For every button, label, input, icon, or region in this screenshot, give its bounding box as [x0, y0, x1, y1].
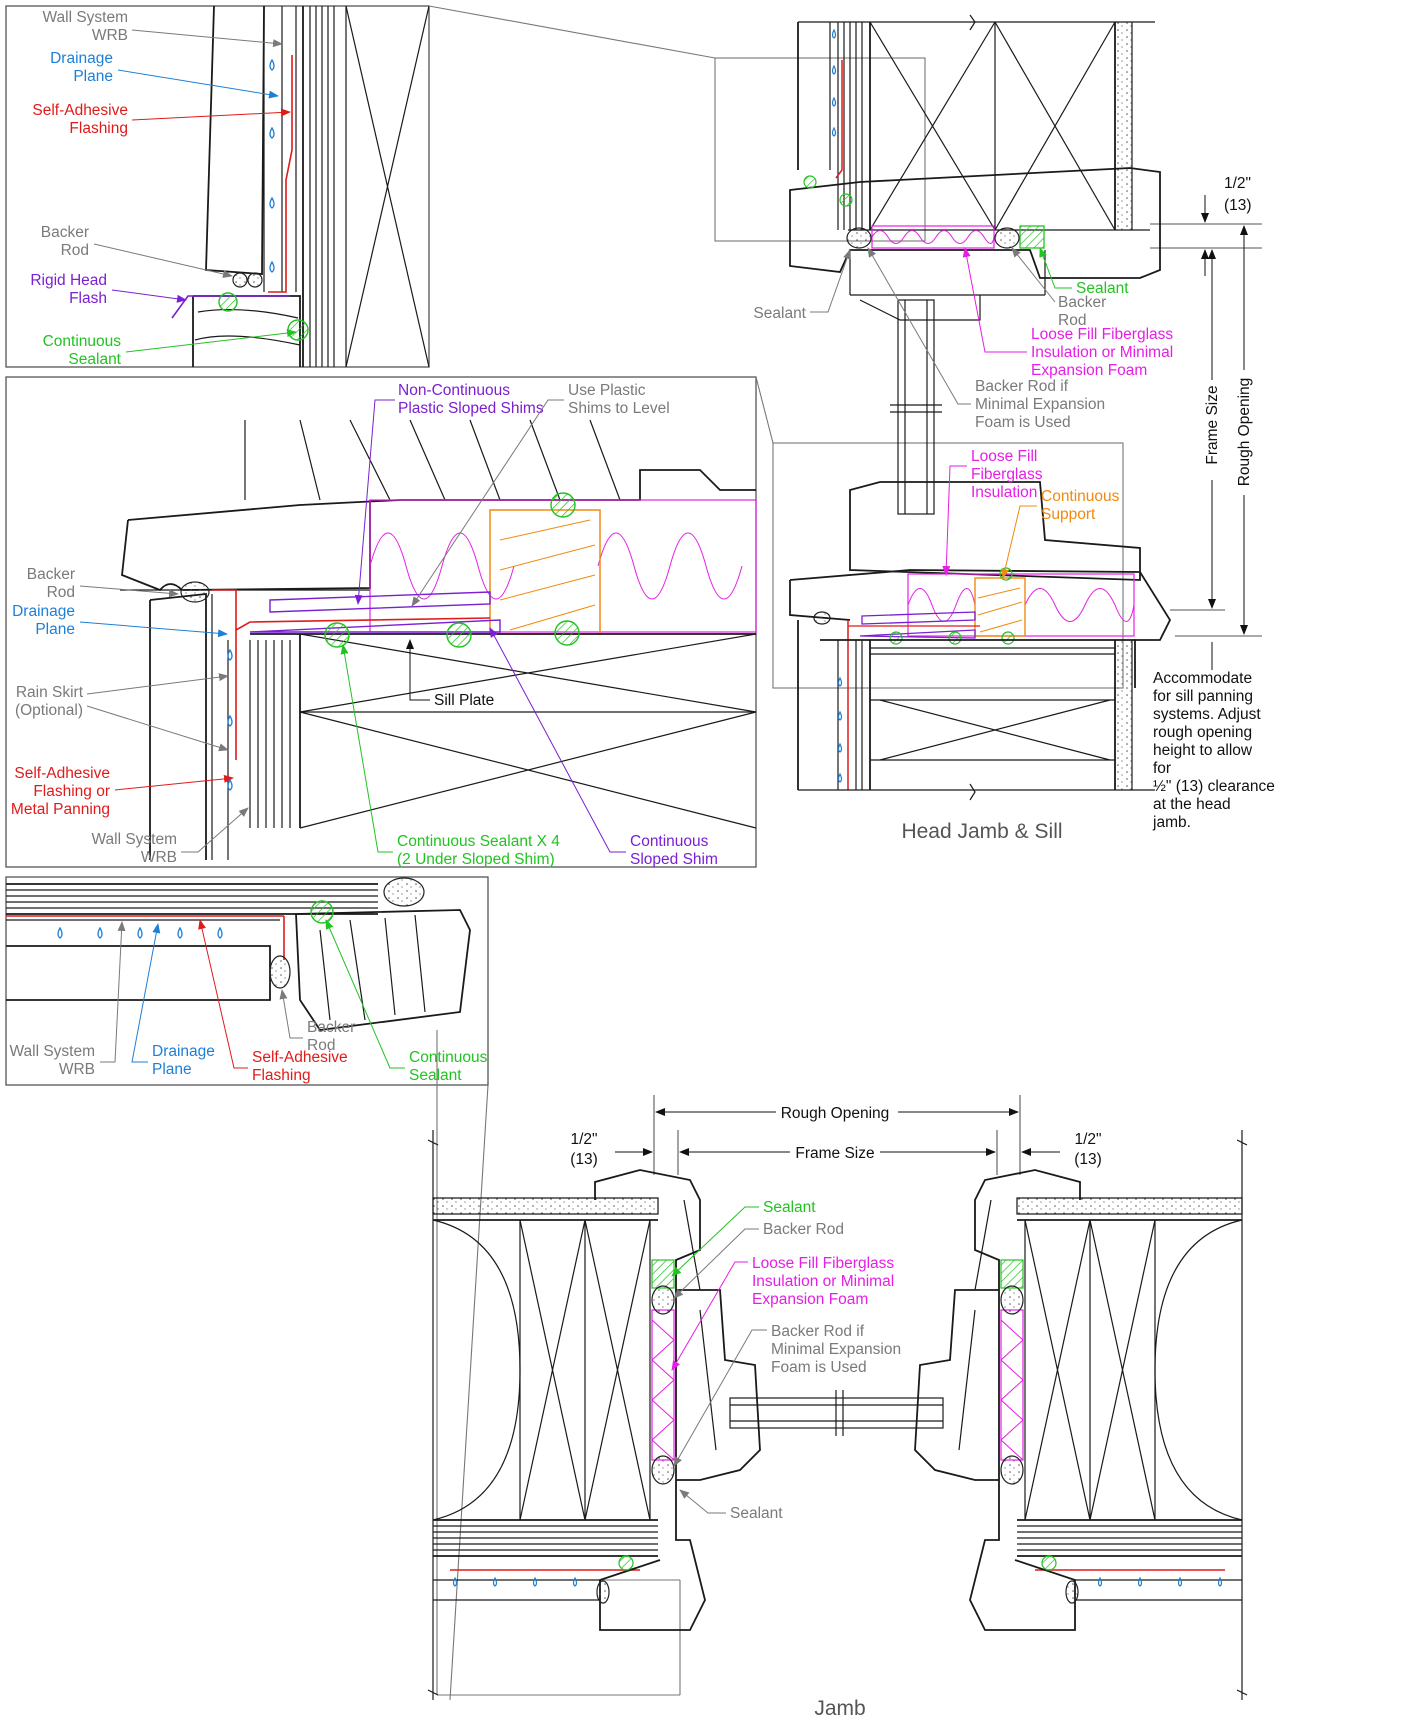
label-frame-size: Frame Size	[795, 1145, 874, 1162]
label-continuous-sealant-x4: Continuous Sealant X 4(2 Under Sloped Sh…	[397, 833, 560, 868]
label-rough-opening: Rough Opening	[781, 1105, 890, 1122]
label-rough-opening: Rough Opening	[1236, 378, 1253, 487]
sill-detail-panel	[5, 376, 757, 868]
label-sealant-right: Sealant	[1076, 280, 1129, 297]
label-sealant-top: Sealant	[763, 1199, 816, 1216]
jamb-detail-panel	[5, 876, 489, 1086]
label-half-inch: 1/2"(13)	[1224, 175, 1252, 214]
section-title-jamb: Jamb	[814, 1697, 865, 1720]
label-sill-plate: Sill Plate	[434, 692, 494, 709]
label-frame-size: Frame Size	[1204, 385, 1221, 464]
jamb-section-labels: Rough Opening Frame Size 1/2"(13) 1/2"(1…	[570, 1105, 1102, 1720]
section-title-head-jamb-sill: Head Jamb & Sill	[901, 820, 1062, 843]
label-half-inch-left: 1/2"(13)	[570, 1131, 598, 1168]
label-half-inch-right: 1/2"(13)	[1074, 1131, 1102, 1168]
head-sill-section-drawing	[428, 5, 1262, 801]
label-backer-rod: Backer Rod	[763, 1221, 844, 1238]
head-detail-panel	[5, 5, 430, 368]
label-sealant-bottom: Sealant	[730, 1505, 783, 1522]
label-sealant-left: Sealant	[753, 305, 806, 322]
label-rain-skirt: Rain Skirt(Optional)	[15, 684, 84, 719]
jamb-section-drawing	[427, 1030, 1248, 1701]
